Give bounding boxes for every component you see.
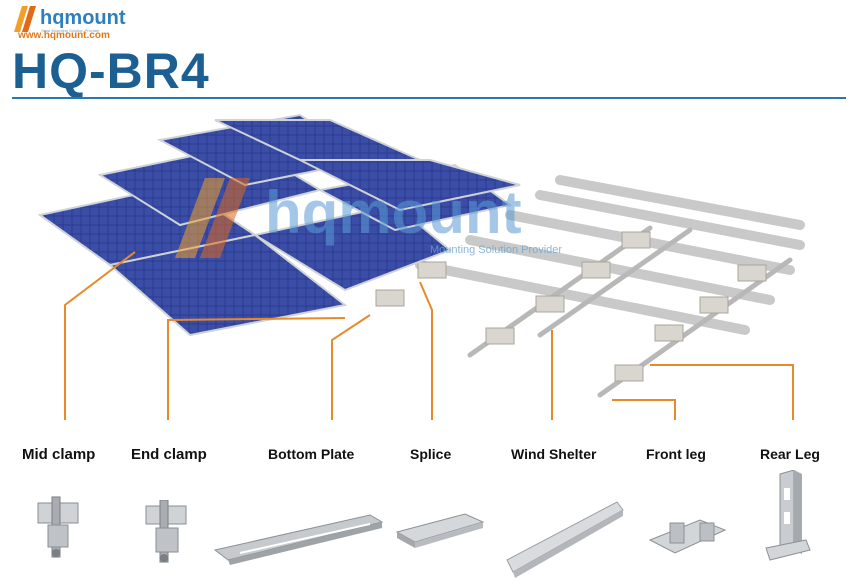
page-title: HQ-BR4 <box>12 43 210 99</box>
front-leg-icon <box>648 519 727 554</box>
label-wind-shelter: Wind Shelter <box>511 446 597 462</box>
watermark-text: hqmount <box>265 179 522 246</box>
label-rear-leg: Rear Leg <box>760 446 820 462</box>
bottom-plate-icon <box>213 514 384 565</box>
logo-tagline: Solar Mounting Solution Provider <box>41 28 100 33</box>
label-bottom-plate: Bottom Plate <box>268 446 355 462</box>
rear-leg-icon <box>765 470 811 561</box>
label-front-leg: Front leg <box>646 446 706 462</box>
end-clamp-icon <box>145 500 187 563</box>
logo-text: hqmount <box>40 7 126 29</box>
leader-lines <box>64 251 794 420</box>
label-mid-clamp: Mid clamp <box>22 446 96 463</box>
ballast-blocks <box>375 231 767 382</box>
label-end-clamp: End clamp <box>131 446 207 463</box>
brand-logo: hqmount Solar Mounting Solution Provider <box>14 6 126 33</box>
brand-watermark: hqmount <box>175 178 522 258</box>
website-url: www.hqmount.com <box>18 30 110 41</box>
mid-clamp-icon <box>37 496 79 558</box>
wind-shelter-icon <box>506 501 624 578</box>
watermark-tagline: Mounting Solution Provider <box>430 244 563 256</box>
title-divider <box>12 97 846 99</box>
label-splice: Splice <box>410 446 452 462</box>
splice-icon <box>395 513 485 548</box>
